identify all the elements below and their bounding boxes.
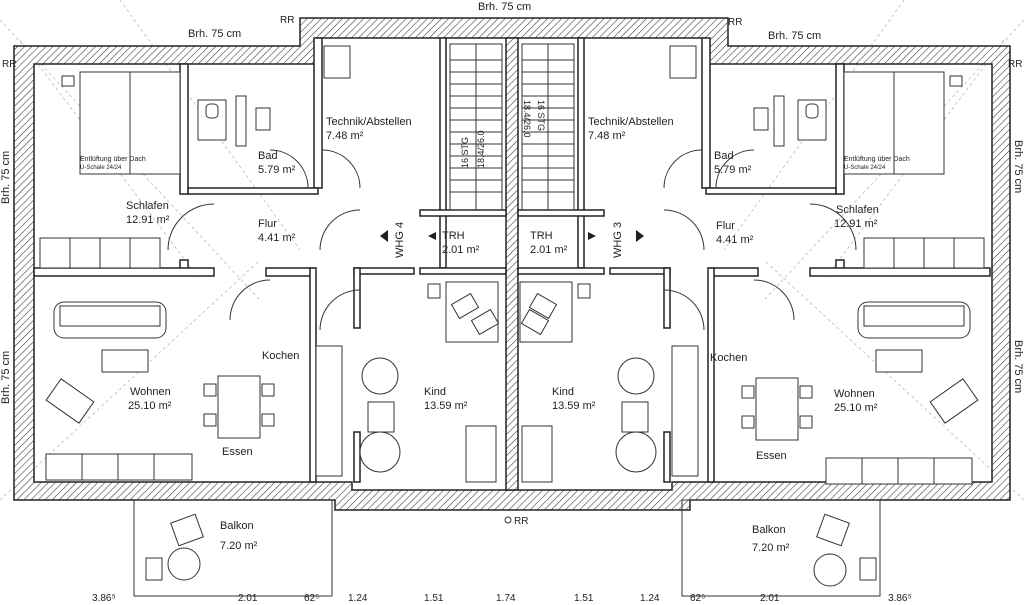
dimension-7: 1.51 <box>574 593 594 604</box>
room-area-wohnen-left: 25.10 m² <box>128 400 172 412</box>
vent-note-left: Entlüftung über Dach <box>80 156 146 163</box>
window-label-left-lower: Brh. 75 cm <box>0 350 12 404</box>
window-label-top-right: Brh. 75 cm <box>768 30 822 42</box>
window-label-left-upper: Brh. 75 cm <box>0 150 12 204</box>
room-name-kind-left: Kind <box>424 386 447 398</box>
doors <box>167 149 857 331</box>
rr-marker-top-right: RR <box>728 17 743 28</box>
stair-ratio-left: 18.4/26.0 <box>476 130 486 168</box>
dimension-2: 2.01 <box>238 593 258 604</box>
room-name-technik-right: Technik/Abstellen <box>588 116 674 128</box>
room-area-schlafen-left: 12.91 m² <box>126 214 170 226</box>
window-label-right-upper: Brh. 75 cm <box>1012 140 1024 194</box>
room-area-flur-left: 4.41 m² <box>258 232 296 244</box>
balcony-right <box>681 499 881 597</box>
room-name-schlafen-right: Schlafen <box>836 204 879 216</box>
room-area-bad-left: 5.79 m² <box>258 164 296 176</box>
room-name-kochen-left: Kochen <box>262 350 300 362</box>
dimension-5: 1.51 <box>424 593 444 604</box>
vent-sub-left: U-Schale 24/24 <box>80 165 122 171</box>
staircase-left <box>449 43 503 211</box>
room-area-schlafen-right: 12.91 m² <box>834 218 878 230</box>
dimension-4: 1.24 <box>348 593 368 604</box>
furniture-right <box>519 45 985 587</box>
staircase-right <box>521 43 575 211</box>
stair-arrow-right-icon <box>588 232 596 240</box>
room-name-flur-right: Flur <box>716 220 735 232</box>
window-label-right-lower: Brh. 75 cm <box>1012 340 1024 394</box>
room-area-kind-left: 13.59 m² <box>424 400 468 412</box>
room-area-kind-right: 13.59 m² <box>552 400 596 412</box>
stair-ratio-right: 18.4/26.0 <box>522 100 532 138</box>
room-area-trh-left: 2.01 m² <box>442 244 480 256</box>
room-name-wohnen-right: Wohnen <box>834 388 875 400</box>
dimension-3: 62⁵ <box>304 593 320 604</box>
room-name-essen-left: Essen <box>222 446 253 458</box>
room-name-balkon-right: Balkon <box>752 524 786 536</box>
room-name-essen-right: Essen <box>756 450 787 462</box>
room-area-technik-right: 7.48 m² <box>588 130 626 142</box>
room-name-schlafen-left: Schlafen <box>126 200 169 212</box>
entry-arrow-right-icon <box>636 230 644 242</box>
room-name-trh-right: TRH <box>530 230 553 242</box>
room-name-balkon-left: Balkon <box>220 520 254 532</box>
interior-walls <box>33 37 991 491</box>
dimension-6: 1.74 <box>496 593 516 604</box>
rr-marker-top-left: RR <box>280 15 295 26</box>
dimension-9: 62⁵ <box>690 593 706 604</box>
room-name-flur-left: Flur <box>258 218 277 230</box>
unit-name-right: WHG 3 <box>612 221 624 258</box>
window-label-top-center: Brh. 75 cm <box>478 1 532 13</box>
dimension-8: 1.24 <box>640 593 660 604</box>
balcony-left <box>133 499 333 597</box>
room-name-technik-left: Technik/Abstellen <box>326 116 412 128</box>
dimension-1: 3.86⁵ <box>92 593 116 604</box>
dimension-10: 2.01 <box>760 593 780 604</box>
room-name-wohnen-left: Wohnen <box>130 386 171 398</box>
rr-marker-left: RR <box>2 59 17 70</box>
room-area-balkon-left: 7.20 m² <box>220 540 258 552</box>
room-name-trh-left: TRH <box>442 230 465 242</box>
room-area-balkon-right: 7.20 m² <box>752 542 790 554</box>
room-area-flur-right: 4.41 m² <box>716 234 754 246</box>
room-area-trh-right: 2.01 m² <box>530 244 568 256</box>
vent-note-right: Entlüftung über Dach <box>844 156 910 163</box>
stair-count-left: 16 STG <box>460 136 470 168</box>
stair-count-right: 16 STG <box>536 100 546 132</box>
stair-arrow-left-icon <box>428 232 436 240</box>
rr-marker-right: RR <box>1008 59 1023 70</box>
room-name-kind-right: Kind <box>552 386 575 398</box>
room-name-bad-left: Bad <box>258 150 278 162</box>
room-area-bad-right: 5.79 m² <box>714 164 752 176</box>
vent-sub-right: U-Schale 24/24 <box>844 165 886 171</box>
entry-arrow-left-icon <box>380 230 388 242</box>
room-name-kochen-right: Kochen <box>710 352 748 364</box>
rr-marker-bottom: RR <box>514 516 529 527</box>
dimension-11: 3.86⁵ <box>888 593 912 604</box>
unit-name-left: WHG 4 <box>394 221 406 258</box>
rr-marker-bottom-icon <box>504 516 512 524</box>
room-name-bad-right: Bad <box>714 150 734 162</box>
window-label-top-left: Brh. 75 cm <box>188 28 242 40</box>
room-area-wohnen-right: 25.10 m² <box>834 402 878 414</box>
room-area-technik-left: 7.48 m² <box>326 130 364 142</box>
furniture-left <box>39 45 500 581</box>
